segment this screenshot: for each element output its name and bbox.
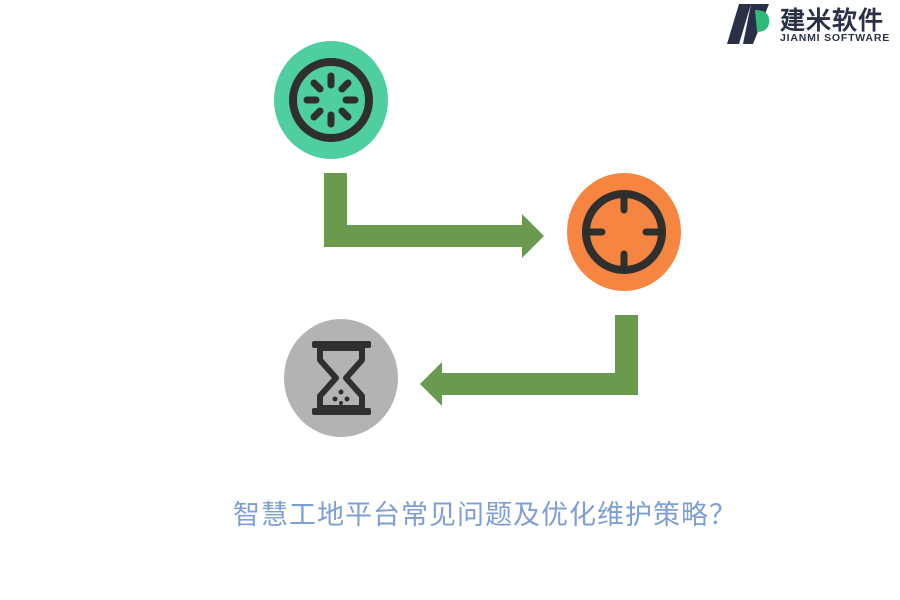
node-target: [567, 173, 681, 291]
node-wait: [284, 319, 398, 437]
brand-logo: 建米软件 JIANMI SOFTWARE: [725, 0, 900, 48]
hourglass-icon: [312, 341, 371, 415]
node-start: [274, 41, 388, 159]
brand-name-en: JIANMI SOFTWARE: [780, 32, 891, 44]
brand-name-cn: 建米软件: [780, 6, 885, 35]
brand-mark-icon: [727, 4, 770, 44]
loading-spinner-icon: [289, 58, 373, 142]
diagram-caption: 智慧工地平台常见问题及优化维护策略？: [233, 500, 737, 531]
arrow-target-to-wait: [420, 315, 638, 406]
arrow-start-to-target: [324, 173, 544, 258]
crosshair-icon: [582, 190, 666, 274]
